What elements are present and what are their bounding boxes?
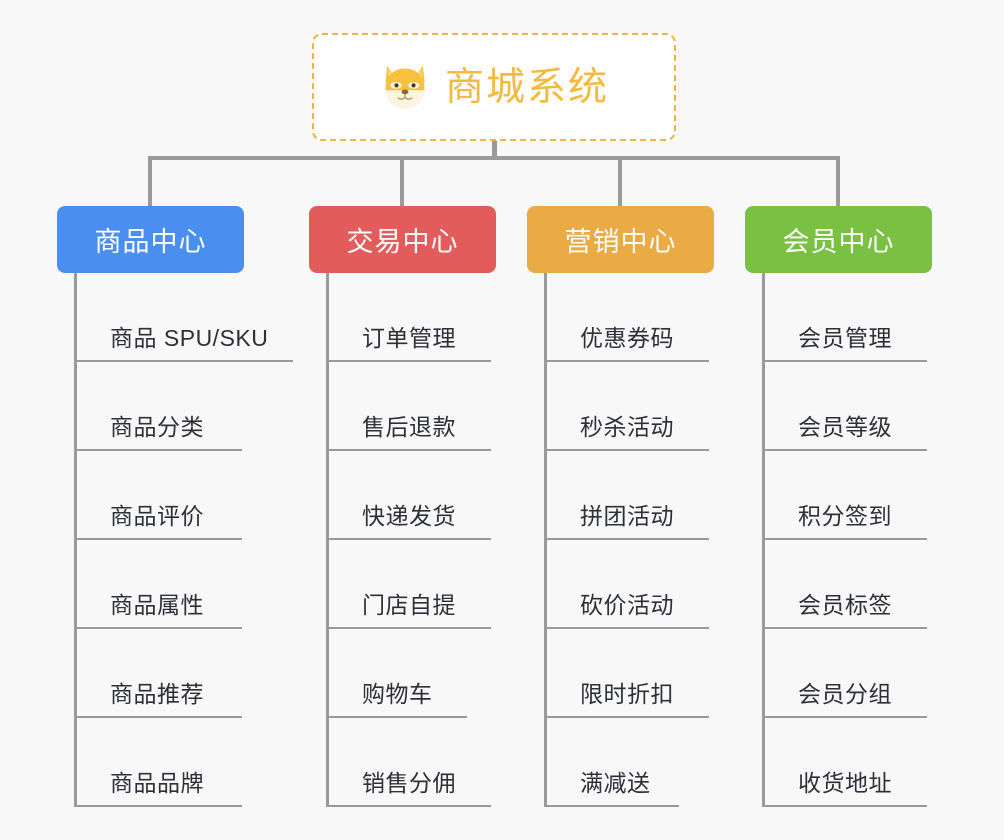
branch-item-list-2: 订单管理 售后退款 快递发货 门店自提 购物车 销售分佣 — [326, 273, 527, 807]
branch-item-label: 商品推荐 — [110, 681, 204, 707]
branch-item-label: 购物车 — [362, 681, 433, 707]
branch-column-1: 商品中心 商品 SPU/SKU 商品分类 商品评价 商品属性 商品推荐 商品品牌 — [57, 206, 307, 807]
branch-item-label: 拼团活动 — [580, 503, 674, 529]
branch-item-list-1: 商品 SPU/SKU 商品分类 商品评价 商品属性 商品推荐 商品品牌 — [74, 273, 307, 807]
branch-item[interactable]: 限时折扣 — [547, 629, 709, 718]
connector-horizontal-bus — [148, 156, 840, 160]
branch-header-4[interactable]: 会员中心 — [745, 206, 932, 273]
branch-item-label: 砍价活动 — [580, 592, 674, 618]
root-title: 商城系统 — [444, 65, 609, 109]
branch-item-label: 满减送 — [580, 770, 651, 796]
branch-item[interactable]: 会员标签 — [765, 540, 927, 629]
branch-item-label: 积分签到 — [798, 503, 892, 529]
root-node[interactable]: 商城系统 — [312, 33, 676, 141]
branch-item[interactable]: 积分签到 — [765, 451, 927, 540]
branch-item-label: 商品分类 — [110, 414, 204, 440]
branch-item-label: 秒杀活动 — [580, 414, 674, 440]
branch-item[interactable]: 订单管理 — [329, 273, 491, 362]
branch-item-list-4: 会员管理 会员等级 积分签到 会员标签 会员分组 收货地址 — [762, 273, 963, 807]
branch-item[interactable]: 会员管理 — [765, 273, 927, 362]
branch-item-label: 优惠券码 — [580, 325, 674, 351]
branch-item-label: 商品品牌 — [110, 770, 204, 796]
shiba-dog-face-icon — [385, 65, 425, 109]
branch-column-3: 营销中心 优惠券码 秒杀活动 拼团活动 砍价活动 限时折扣 满减送 — [527, 206, 745, 807]
branch-item[interactable]: 销售分佣 — [329, 718, 491, 807]
branch-item[interactable]: 满减送 — [547, 718, 679, 807]
branch-header-label: 商品中心 — [94, 227, 207, 257]
branch-item-label: 会员等级 — [798, 414, 892, 440]
branch-item-label: 会员标签 — [798, 592, 892, 618]
branch-header-label: 交易中心 — [346, 227, 459, 257]
branch-header-2[interactable]: 交易中心 — [309, 206, 496, 273]
branch-item[interactable]: 商品 SPU/SKU — [77, 273, 293, 362]
branch-item-label: 商品 SPU/SKU — [110, 325, 269, 351]
branch-header-3[interactable]: 营销中心 — [527, 206, 714, 273]
connector-drop-3 — [618, 156, 622, 206]
branch-item-label: 门店自提 — [362, 592, 456, 618]
branch-item[interactable]: 优惠券码 — [547, 273, 709, 362]
branch-item[interactable]: 快递发货 — [329, 451, 491, 540]
branch-item-label: 订单管理 — [362, 325, 456, 351]
connector-root-stem — [492, 141, 497, 159]
branch-item-label: 售后退款 — [362, 414, 456, 440]
branch-item[interactable]: 门店自提 — [329, 540, 491, 629]
branch-item-label: 商品属性 — [110, 592, 204, 618]
branch-header-label: 营销中心 — [564, 227, 677, 257]
branch-item[interactable]: 购物车 — [329, 629, 467, 718]
branch-item-label: 限时折扣 — [580, 681, 674, 707]
branch-item[interactable]: 秒杀活动 — [547, 362, 709, 451]
branch-item[interactable]: 商品评价 — [77, 451, 242, 540]
branch-item-label: 销售分佣 — [362, 770, 456, 796]
connector-drop-4 — [836, 156, 840, 206]
branch-item[interactable]: 商品推荐 — [77, 629, 242, 718]
branch-column-2: 交易中心 订单管理 售后退款 快递发货 门店自提 购物车 销售分佣 — [309, 206, 527, 807]
branch-item-label: 会员管理 — [798, 325, 892, 351]
branch-header-label: 会员中心 — [782, 227, 895, 257]
branch-item-label: 快递发货 — [362, 503, 456, 529]
branch-item[interactable]: 收货地址 — [765, 718, 927, 807]
branch-item[interactable]: 会员分组 — [765, 629, 927, 718]
branch-item[interactable]: 砍价活动 — [547, 540, 709, 629]
branch-item-label: 商品评价 — [110, 503, 204, 529]
branch-item[interactable]: 商品属性 — [77, 540, 242, 629]
branch-item[interactable]: 商品品牌 — [77, 718, 242, 807]
branch-item-label: 收货地址 — [798, 770, 892, 796]
branch-column-4: 会员中心 会员管理 会员等级 积分签到 会员标签 会员分组 收货地址 — [745, 206, 963, 807]
branch-item[interactable]: 商品分类 — [77, 362, 242, 451]
branch-item-label: 会员分组 — [798, 681, 892, 707]
branch-item-list-3: 优惠券码 秒杀活动 拼团活动 砍价活动 限时折扣 满减送 — [544, 273, 745, 807]
branch-item[interactable]: 售后退款 — [329, 362, 491, 451]
branch-item[interactable]: 拼团活动 — [547, 451, 709, 540]
connector-drop-1 — [148, 156, 152, 206]
connector-drop-2 — [400, 156, 404, 206]
branch-header-1[interactable]: 商品中心 — [57, 206, 244, 273]
branch-item[interactable]: 会员等级 — [765, 362, 927, 451]
